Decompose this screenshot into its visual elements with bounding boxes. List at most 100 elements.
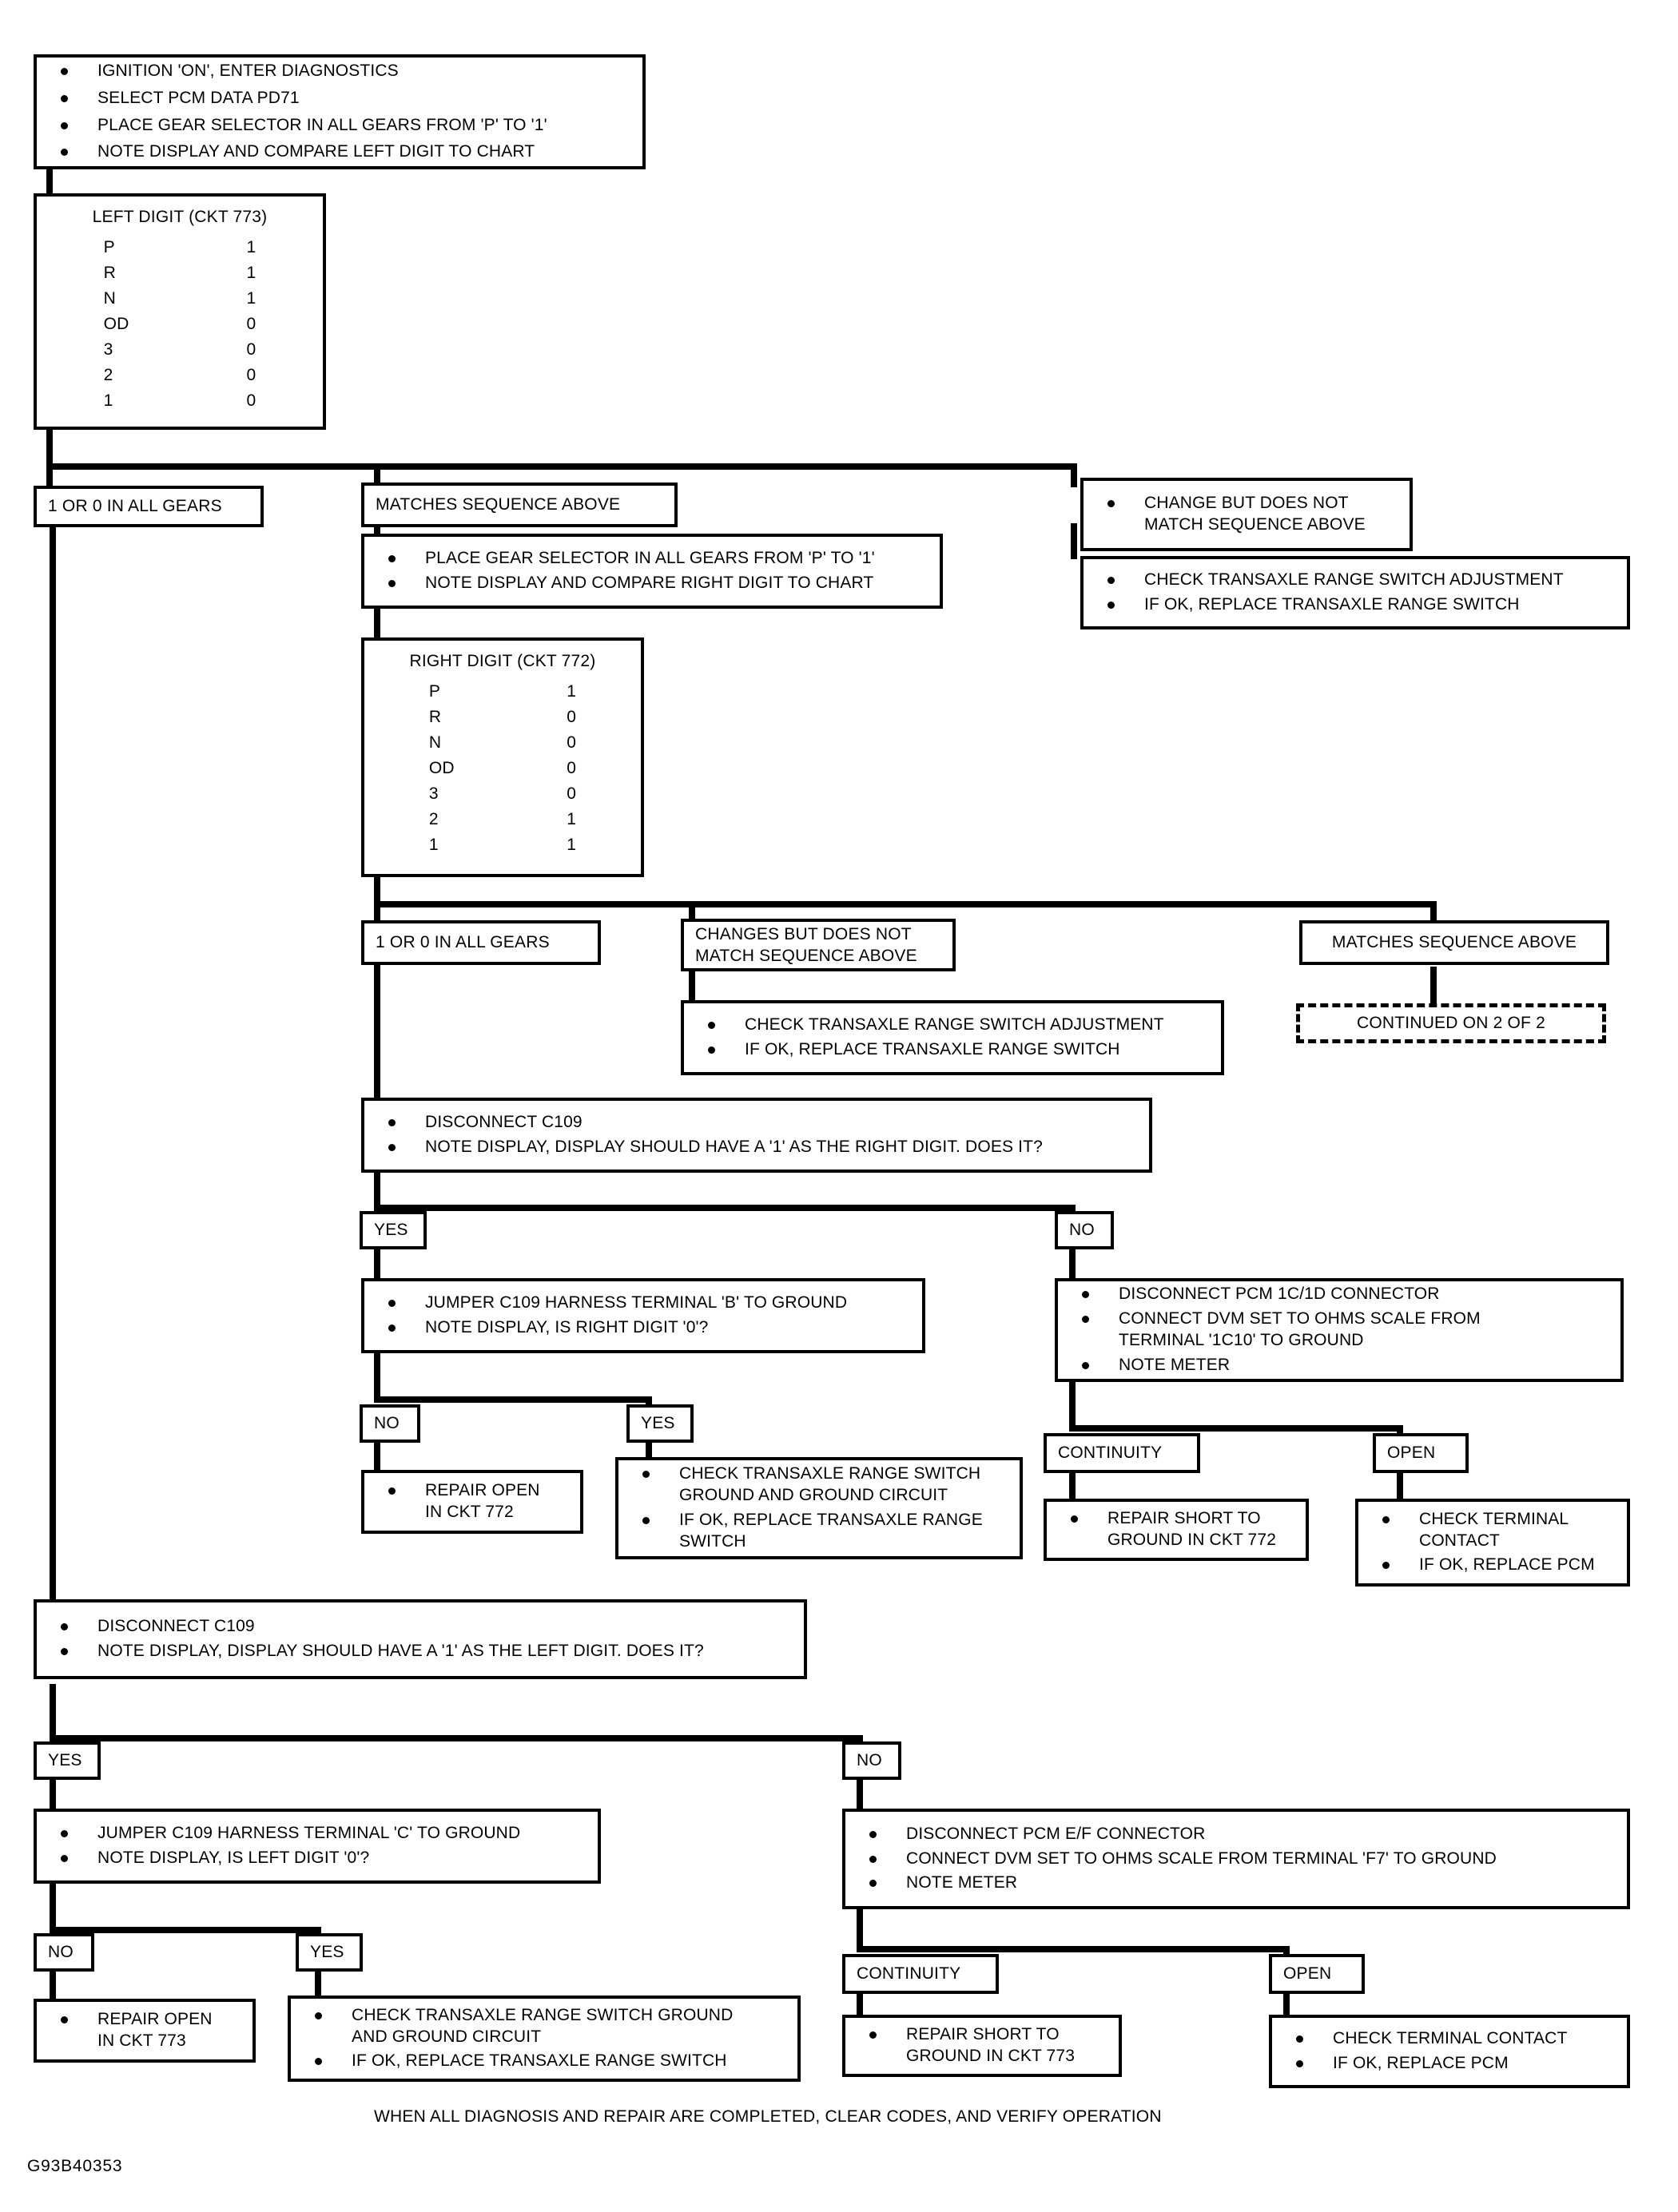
list-item: NOTE DISPLAY, DISPLAY SHOULD HAVE A '1' …: [61, 1641, 793, 1662]
digit-value: 0: [246, 340, 256, 359]
right-no-terminal-contact-box: CHECK TERMINAL CONTACT IF OK, REPLACE PC…: [1355, 1499, 1630, 1587]
branch2-1-or-0-all-gears-box: 1 OR 0 IN ALL GEARS: [361, 920, 601, 965]
connector: [374, 1205, 1076, 1211]
connector: [689, 967, 695, 1003]
list-item: NOTE METER: [1082, 1355, 1609, 1376]
list-item: NOTE DISPLAY, IS LEFT DIGIT '0'?: [61, 1848, 587, 1869]
connector: [1283, 1989, 1290, 2016]
repair-open-ckt773-box: REPAIR OPEN IN CKT 773: [34, 1999, 256, 2063]
connector: [374, 901, 1437, 907]
figure-code: G93B40353: [27, 2157, 123, 2175]
list-item: IF OK, REPLACE PCM: [1296, 2053, 1616, 2075]
list-item: DISCONNECT C109: [61, 1616, 793, 1638]
connector: [374, 965, 380, 1101]
list-item: DISCONNECT C109: [388, 1112, 1138, 1134]
list-item: IF OK, REPLACE TRANSAXLE RANGE SWITCH: [708, 1039, 1210, 1061]
connector: [1069, 1248, 1076, 1281]
left-yes-check-ground-box: CHECK TRANSAXLE RANGE SWITCH GROUND AND …: [288, 1996, 801, 2082]
list-item: CHECK TERMINAL CONTACT: [1296, 2028, 1616, 2050]
list-item: CHECK TRANSAXLE RANGE SWITCH ADJUSTMENT: [708, 1015, 1210, 1036]
list-item: IF OK, REPLACE TRANSAXLE RANGE SWITCH: [642, 1510, 1008, 1553]
list-item: CHECK TRANSAXLE RANGE SWITCH GROUND AND …: [315, 2005, 786, 2048]
list-item: CHECK TRANSAXLE RANGE SWITCH ADJUSTMENT: [1107, 570, 1616, 591]
right-no-continuity-box: CONTINUITY: [1044, 1433, 1200, 1473]
gear-label: 2: [103, 366, 113, 384]
left-no-terminal-contact-list: CHECK TERMINAL CONTACT IF OK, REPLACE PC…: [1272, 2020, 1627, 2083]
left-no-open-box: OPEN: [1269, 1954, 1365, 1994]
repair-short-ckt772-box: REPAIR SHORT TO GROUND IN CKT 772: [1044, 1499, 1309, 1561]
gear-label: N: [428, 733, 442, 752]
connector: [374, 901, 380, 923]
connector: [374, 1153, 380, 1210]
list-item: SELECT PCM DATA PD71: [61, 88, 631, 109]
branch-label: CONTINUITY: [857, 1964, 961, 1983]
digit-value: 0: [246, 366, 256, 384]
left-no-terminal-contact-box: CHECK TERMINAL CONTACT IF OK, REPLACE PC…: [1269, 2015, 1630, 2088]
connector: [689, 901, 695, 923]
list-item: PLACE GEAR SELECTOR IN ALL GEARS FROM 'P…: [61, 115, 631, 137]
list-item: JUMPER C109 HARNESS TERMINAL 'C' TO GROU…: [61, 1823, 587, 1845]
list-item: CONNECT DVM SET TO OHMS SCALE FROM TERMI…: [1082, 1309, 1609, 1352]
list-item: REPAIR SHORT TO GROUND IN CKT 772: [1071, 1508, 1294, 1551]
digit-value: 0: [567, 784, 577, 803]
connector: [857, 1906, 863, 1951]
branch-label: 1 OR 0 IN ALL GEARS: [376, 933, 550, 951]
list-item: CHANGE BUT DOES NOT MATCH SEQUENCE ABOVE: [1107, 493, 1398, 536]
gear-label: OD: [103, 315, 129, 333]
transaxle-fix-mid-list: CHECK TRANSAXLE RANGE SWITCH ADJUSTMENT …: [684, 1007, 1221, 1069]
list-item: REPAIR OPEN IN CKT 773: [61, 2009, 241, 2052]
left-yes-no-box: NO: [34, 1933, 94, 1972]
connector: [857, 1989, 863, 2016]
digit-value: 1: [567, 836, 577, 854]
digit-value: 0: [567, 733, 577, 752]
list-item: NOTE DISPLAY AND COMPARE RIGHT DIGIT TO …: [388, 573, 928, 594]
gear-label: 1: [428, 836, 439, 854]
branch2-changes-not-match-box: CHANGES BUT DOES NOT MATCH SEQUENCE ABOV…: [681, 919, 956, 971]
gear-label: P: [428, 682, 441, 701]
left-yes-yes-box: YES: [296, 1933, 363, 1972]
right-digit-instructions-list: PLACE GEAR SELECTOR IN ALL GEARS FROM 'P…: [364, 540, 940, 602]
branch-matches-sequence-box: MATCHES SEQUENCE ABOVE: [361, 483, 678, 527]
continued-on-2-of-2-box: CONTINUED ON 2 OF 2: [1296, 1003, 1606, 1043]
transaxle-fix-mid-box: CHECK TRANSAXLE RANGE SWITCH ADJUSTMENT …: [681, 1000, 1224, 1075]
transaxle-fix-top-box: CHECK TRANSAXLE RANGE SWITCH ADJUSTMENT …: [1080, 556, 1630, 629]
gear-label: 1: [103, 391, 113, 410]
connector: [857, 1946, 1290, 1952]
left-test-yes-box: YES: [34, 1741, 101, 1780]
branch-label: MATCHES SEQUENCE ABOVE: [376, 495, 621, 514]
repair-open-ckt773-list: REPAIR OPEN IN CKT 773: [37, 2001, 252, 2060]
gear-label: R: [103, 264, 116, 282]
branch-label: NO: [857, 1751, 882, 1769]
right-test-no-box: NO: [1055, 1211, 1114, 1249]
right-yes-check-ground-box: CHECK TRANSAXLE RANGE SWITCH GROUND AND …: [615, 1457, 1023, 1559]
gear-label: 3: [428, 784, 439, 803]
left-no-continuity-box: CONTINUITY: [842, 1954, 999, 1994]
digit-value: 1: [246, 238, 256, 256]
branch-label: NO: [48, 1943, 74, 1961]
list-item: CHECK TERMINAL CONTACT: [1382, 1509, 1616, 1552]
connector: [315, 1972, 321, 2002]
list-item: REPAIR SHORT TO GROUND IN CKT 773: [869, 2024, 1107, 2067]
list-item: DISCONNECT PCM 1C/1D CONNECTOR: [1082, 1284, 1609, 1305]
right-digit-test-box: DISCONNECT C109 NOTE DISPLAY, DISPLAY SH…: [361, 1098, 1152, 1173]
digit-value: 1: [246, 264, 256, 282]
branch-label: YES: [641, 1414, 675, 1432]
right-yes-no-box: NO: [360, 1404, 420, 1443]
digit-value: 0: [567, 708, 577, 726]
connector: [857, 1778, 863, 1812]
gear-label: 3: [103, 340, 113, 359]
connector: [50, 1882, 56, 1932]
